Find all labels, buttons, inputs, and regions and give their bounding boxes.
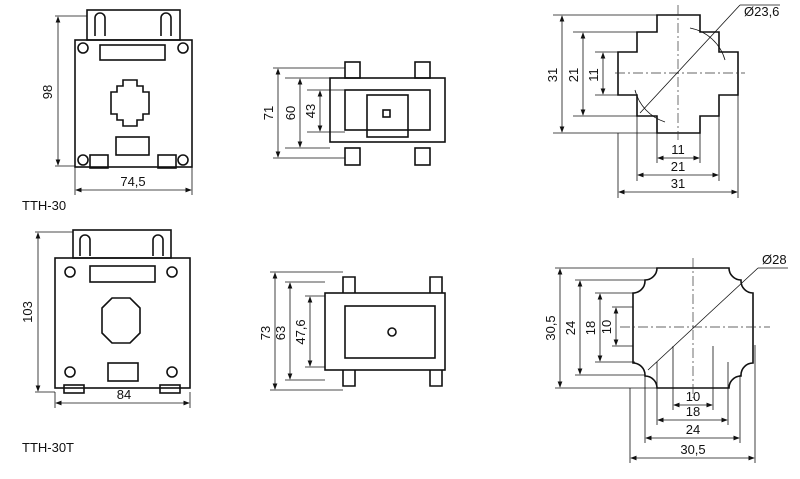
dim-h24: 24 <box>686 422 700 437</box>
dim-diameter: Ø23,6 <box>744 4 779 19</box>
tth30t-side-view: 73 63 47,6 <box>258 271 446 391</box>
model-label: TTH-30T <box>22 440 74 455</box>
dim-63: 63 <box>273 326 288 340</box>
dim-v18: 18 <box>583 321 598 335</box>
dim-diameter: Ø28 <box>762 252 787 267</box>
dim-h31: 31 <box>671 176 685 191</box>
dim-60: 60 <box>283 106 298 120</box>
dim-width: 84 <box>117 387 131 402</box>
tth30t-window-detail: Ø28 30,5 24 18 10 10 18 24 30,5 <box>543 252 788 463</box>
dim-47-6: 47,6 <box>293 319 308 344</box>
dim-h30-5: 30,5 <box>680 442 705 457</box>
dim-v10: 10 <box>599 320 614 334</box>
dim-h10: 10 <box>686 389 700 404</box>
tth30-front-view: 98 74,5 TTH-30 <box>22 9 193 213</box>
dim-h21: 21 <box>671 159 685 174</box>
dim-height: 98 <box>40 85 55 99</box>
tth30-side-view: 71 60 43 <box>261 61 446 166</box>
tth30-window-detail: Ø23,6 31 21 11 11 21 31 <box>545 4 780 198</box>
dim-v31: 31 <box>545 68 560 82</box>
tth30t-front-view: 103 84 TTH-30T <box>20 229 191 455</box>
dim-h11: 11 <box>671 142 685 157</box>
dim-73: 73 <box>258 326 273 340</box>
dim-71: 71 <box>261 106 276 120</box>
dim-height: 103 <box>20 301 35 323</box>
dim-v24: 24 <box>563 321 578 335</box>
dim-v11: 11 <box>586 68 601 82</box>
dim-43: 43 <box>303 104 318 118</box>
dim-h18: 18 <box>686 404 700 419</box>
dim-width: 74,5 <box>120 174 145 189</box>
model-label: TTH-30 <box>22 198 66 213</box>
dim-v30-5: 30,5 <box>543 315 558 340</box>
dim-v21: 21 <box>566 68 581 82</box>
